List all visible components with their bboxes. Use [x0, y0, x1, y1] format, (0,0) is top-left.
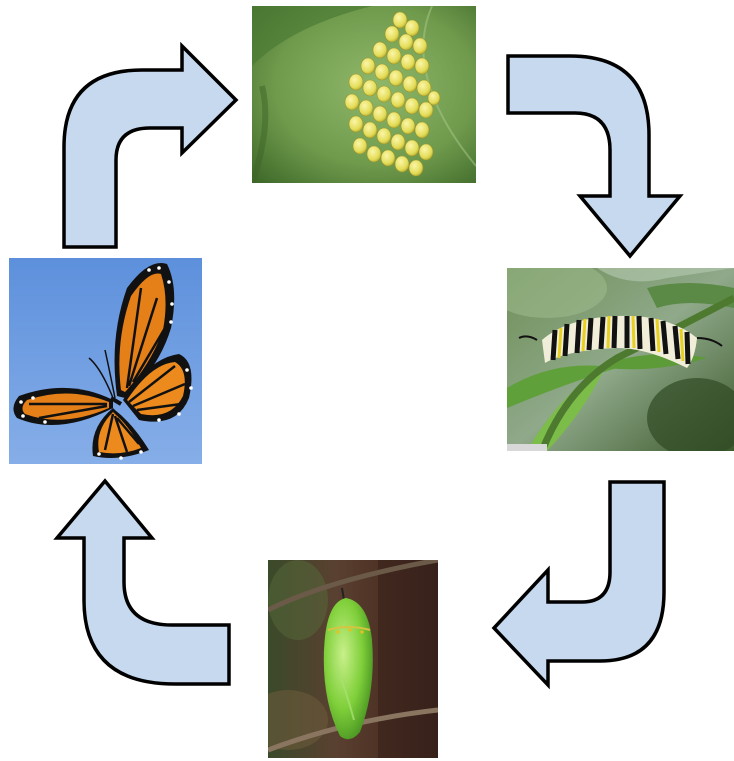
chrysalis-on-twig-icon [268, 560, 438, 758]
eggs-on-leaf-icon [252, 6, 476, 183]
arrow-eggs-to-caterpillar [508, 56, 680, 256]
butterfly-photo [9, 258, 202, 464]
caterpillar-on-stem-icon [507, 268, 734, 451]
arrow-caterpillar-to-chrysalis [494, 482, 664, 685]
chrysalis-photo [268, 560, 438, 758]
arrow-chrysalis-to-butterfly [57, 481, 229, 684]
monarch-butterfly-icon [9, 258, 202, 464]
eggs-photo [252, 6, 476, 183]
caterpillar-photo [507, 268, 734, 451]
arrow-butterfly-to-eggs [64, 46, 236, 247]
